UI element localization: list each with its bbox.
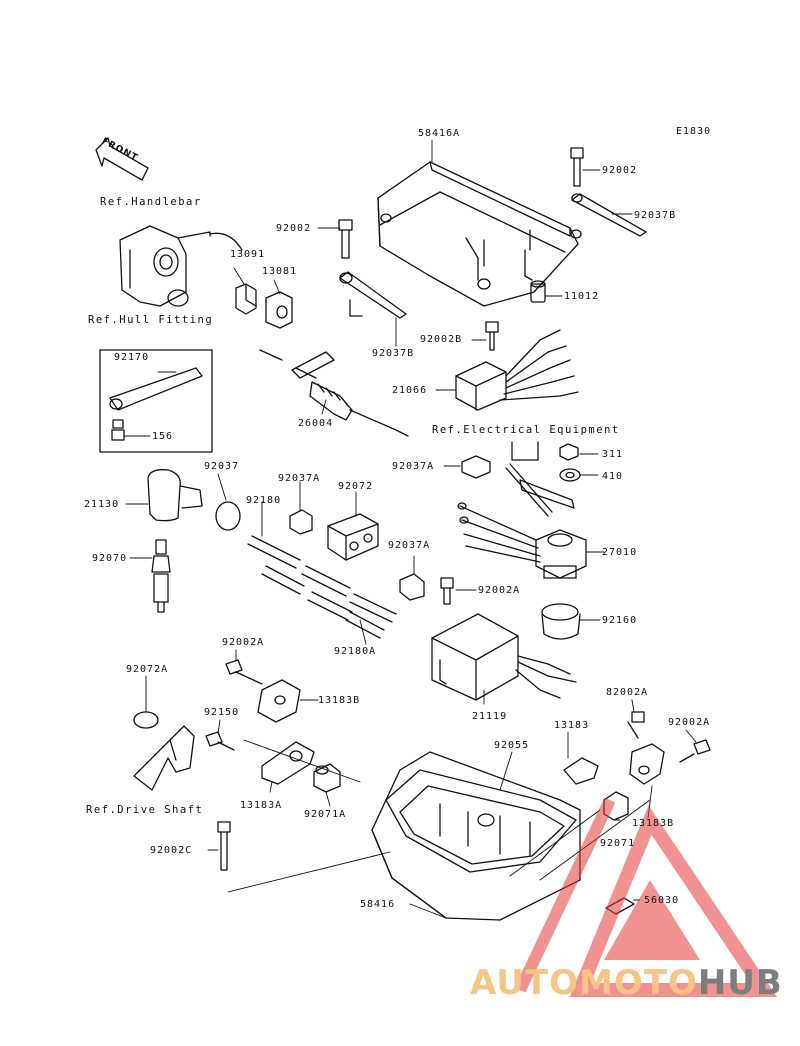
part-label: 56030 <box>644 895 680 906</box>
clip-92037a-c <box>399 573 425 601</box>
cdi-21119 <box>431 613 577 701</box>
screw-156 <box>111 419 125 441</box>
part-label: 92180 <box>246 495 282 506</box>
part-label: 11012 <box>564 291 600 302</box>
part-label: 92037B <box>372 348 415 359</box>
part-label: 58416 <box>360 899 396 910</box>
part-label: 13081 <box>262 266 298 277</box>
ref-hull-fitting: Ref.Hull Fitting <box>88 314 214 326</box>
washer-410 <box>559 468 581 482</box>
part-label: 92002 <box>276 223 312 234</box>
watermark-part1: AUTOMOTO <box>470 963 698 1003</box>
ref-drive-shaft: Ref.Drive Shaft <box>86 804 204 816</box>
part-label: 92002C <box>150 845 193 856</box>
part-label: 92160 <box>602 615 638 626</box>
bracket-13183 <box>563 757 599 785</box>
part-label: 13183B <box>632 818 675 829</box>
part-label: 92002A <box>668 717 711 728</box>
part-label: 92037A <box>388 540 431 551</box>
diagram-code: E1830 <box>676 126 712 137</box>
strap-92037b-top <box>571 193 647 237</box>
part-label: 92072 <box>338 481 374 492</box>
grommet-92071a <box>313 763 341 793</box>
part-label: 21066 <box>392 385 428 396</box>
box-base-58416 <box>371 751 581 921</box>
cap-21130 <box>147 469 203 522</box>
bolt-92002-top <box>570 147 584 203</box>
part-label: 92071 <box>600 838 636 849</box>
part-label: 82002A <box>606 687 649 698</box>
grommet-13081 <box>265 291 293 329</box>
bracket-13183b-a <box>257 679 301 723</box>
ref-electrical-equipment: Ref.Electrical Equipment <box>432 424 620 436</box>
gasket-92055 <box>385 769 577 873</box>
part-label: 156 <box>152 431 174 442</box>
part-label: 92072A <box>126 664 169 675</box>
cable-26004 <box>259 349 409 437</box>
part-label: 92070 <box>92 553 128 564</box>
part-label: 92037A <box>392 461 435 472</box>
part-label: 92002A <box>478 585 521 596</box>
cap-92160 <box>541 603 581 640</box>
part-label: 92002B <box>420 334 463 345</box>
part-label: 27010 <box>602 547 638 558</box>
solenoid-27010 <box>457 502 587 579</box>
spark-plug-92070 <box>151 539 171 613</box>
bolt-82002a <box>627 711 645 739</box>
bolt-92002-mid <box>338 219 353 259</box>
strap-92037b-mid <box>339 271 407 319</box>
part-label: 13183 <box>554 720 590 731</box>
part-label: 92055 <box>494 740 530 751</box>
part-label: 92037B <box>634 210 677 221</box>
electrical-box-cover <box>377 161 582 307</box>
watermark-text: AUTOMOTOHUB <box>470 964 783 1002</box>
part-label: 58416A <box>418 128 461 139</box>
collar-11012 <box>530 280 546 303</box>
part-label: 92071A <box>304 809 347 820</box>
part-label: 13183A <box>240 800 283 811</box>
grommet-13091 <box>235 283 257 315</box>
watermark-part2: HUB <box>697 963 783 1003</box>
part-label: 21119 <box>472 711 508 722</box>
handlebar-switch <box>119 225 243 307</box>
part-label: 26004 <box>298 418 334 429</box>
part-label: 92180A <box>334 646 377 657</box>
bolt-92002a-b <box>225 659 263 685</box>
part-label: 92037A <box>278 473 321 484</box>
part-label: 92002A <box>222 637 265 648</box>
clip-92037a-a <box>461 455 491 479</box>
clip-92037a-b <box>289 509 313 535</box>
bracket-13183b-b <box>629 743 665 785</box>
block-92072 <box>327 513 379 561</box>
tubes-92180 <box>247 535 397 639</box>
nut-311 <box>559 443 579 461</box>
watermark-logo-icon <box>514 797 778 997</box>
part-label: 92170 <box>114 352 150 363</box>
part-label: 92002 <box>602 165 638 176</box>
module-21066 <box>455 321 579 411</box>
bolt-92002a-c <box>679 739 711 763</box>
bolt-92002c <box>217 821 231 871</box>
bolt-92150 <box>205 731 235 751</box>
part-label: 92150 <box>204 707 240 718</box>
front-arrow-icon <box>95 137 149 181</box>
strap-92170 <box>109 367 203 411</box>
part-label: 311 <box>602 449 624 460</box>
part-label: 13091 <box>230 249 266 260</box>
clamp-92037 <box>215 501 241 531</box>
bolt-92002a-a <box>440 577 454 605</box>
part-label: 21130 <box>84 499 120 510</box>
ref-handlebar: Ref.Handlebar <box>100 196 202 208</box>
part-label: 13183B <box>318 695 361 706</box>
plate-13183a <box>261 741 315 785</box>
part-label: 92037 <box>204 461 240 472</box>
drive-shaft-bracket <box>133 725 195 791</box>
hull-fitting-box <box>99 349 213 453</box>
strap-92072a <box>133 711 159 729</box>
part-label: 410 <box>602 471 624 482</box>
